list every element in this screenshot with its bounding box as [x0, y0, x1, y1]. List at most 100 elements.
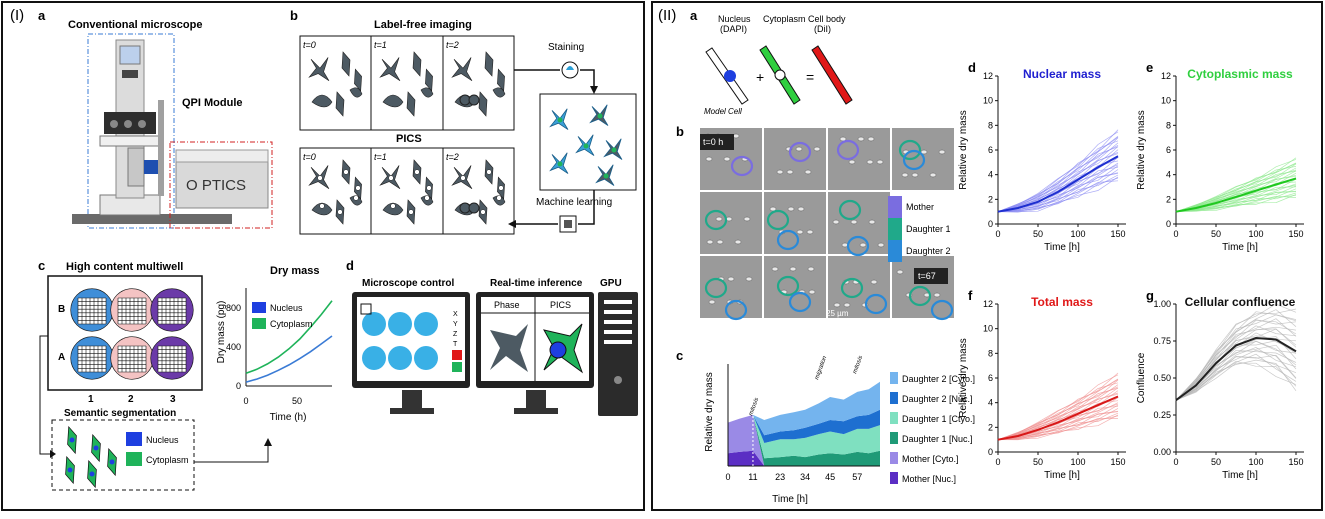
mean-line: [1175, 177, 1297, 213]
ytick-label: 2: [988, 194, 993, 204]
time-label: t=1: [374, 40, 387, 50]
cell-blob: [796, 229, 804, 235]
cell-blob: [807, 266, 815, 272]
area-band: [728, 414, 880, 466]
chart-xlabel: Time [h]: [1044, 470, 1080, 481]
area-xtick: 0: [725, 472, 730, 482]
pics-strip: [299, 147, 515, 235]
row-label: A: [58, 352, 65, 363]
cell-blob: [857, 136, 865, 142]
dividing-cell: [468, 202, 480, 214]
ytick-label: 8: [1166, 120, 1171, 130]
well-grid-bg: [78, 346, 106, 372]
track-ring: [898, 139, 922, 161]
well: [110, 288, 154, 332]
area-xtick: 11: [748, 472, 757, 482]
cell-blob: [843, 302, 851, 308]
cell-blob: [786, 169, 794, 175]
axis-control-label: X: [453, 311, 458, 318]
track-ring: [724, 299, 748, 321]
track-ring: [776, 275, 800, 297]
xtick-label: 150: [1288, 457, 1303, 467]
ytick-label: 12: [1161, 71, 1171, 81]
cell-blob: [808, 289, 816, 295]
track-ring: [838, 199, 862, 221]
stained-cells: [549, 104, 623, 186]
ytick-label: 4: [988, 398, 993, 408]
drymass-legend-label: Cytoplasm: [270, 319, 313, 329]
track-swatch-mother: [888, 196, 902, 218]
model-cell-label: Model Cell: [704, 107, 742, 116]
multiwell-title: High content multiwell: [66, 261, 183, 273]
trajectory-line: [997, 372, 1119, 441]
cell-blob: [859, 242, 867, 248]
nucleus-mark: [390, 203, 396, 209]
cell-blob: [938, 149, 946, 155]
cell-blob: [771, 266, 779, 272]
col-label: 3: [170, 394, 176, 405]
qpi-module-illustration: [169, 141, 273, 229]
chart-ylabel: Confluence: [1136, 352, 1147, 403]
trajectory-line: [997, 177, 1119, 213]
nucleus-mark: [319, 203, 325, 209]
chart-letter: f: [968, 288, 973, 303]
cell-blob: [929, 172, 937, 178]
cell-blob: [877, 242, 885, 248]
track-ring: [840, 277, 864, 299]
track-ring: [930, 299, 954, 321]
drymass-ytick: 800: [226, 303, 241, 313]
track-ring: [836, 139, 860, 161]
xtick-label: 50: [1033, 457, 1043, 467]
cell-blob: [727, 276, 735, 282]
scale-label: 25 µm: [826, 309, 849, 318]
cell-blob: [813, 146, 821, 152]
trajectory-line: [1175, 308, 1297, 401]
time-label: t=2: [446, 40, 459, 50]
panel-II-label: (II): [658, 7, 676, 24]
chart-xlabel: Time [h]: [1222, 242, 1258, 253]
area-xlabel: Time [h]: [772, 494, 808, 505]
equals-sign: =: [806, 69, 814, 85]
connector-line: [39, 335, 54, 455]
area-band: [728, 450, 880, 466]
area-legend-label: Mother [Nuc.]: [902, 474, 956, 484]
well: [70, 336, 114, 380]
cell-blob: [850, 219, 858, 225]
trajectory-line: [997, 374, 1119, 441]
cell-blob: [804, 169, 812, 175]
ytick-label: 0.00: [1153, 447, 1171, 457]
ytick-label: 10: [983, 324, 993, 334]
timelapse-frame: [828, 256, 890, 318]
ytick-label: 8: [988, 348, 993, 358]
ytick-label: 10: [983, 96, 993, 106]
timelapse-frame: [764, 256, 826, 318]
cell-blob: [920, 149, 928, 155]
xtick-label: 0: [995, 229, 1000, 239]
trajectory-line: [1175, 328, 1297, 401]
panel-I-border: [1, 1, 645, 511]
cell-shape: [478, 91, 488, 117]
trajectory-line: [997, 165, 1119, 213]
drymass-xtick: 50: [292, 396, 302, 406]
chart-ylabel: Relative dry mass: [958, 110, 969, 189]
seg-legend-label: Cytoplasm: [146, 455, 189, 465]
xtick-label: 0: [1173, 457, 1178, 467]
nucleus-mark: [414, 169, 420, 175]
chip-icon: [559, 215, 577, 233]
left-b-letter: b: [290, 8, 298, 23]
ytick-label: 0: [988, 447, 993, 457]
microscope-control-title: Microscope control: [362, 278, 454, 289]
trajectory-line: [997, 404, 1119, 441]
cell-blob: [743, 216, 751, 222]
legend-swatch-cytoplasm: [126, 452, 142, 466]
area-ylabel: Relative dry mass: [704, 372, 715, 451]
well-grid-bg: [158, 346, 186, 372]
model-cell-nucleus: [705, 47, 749, 105]
seg-nucleus: [89, 471, 95, 477]
cell-blob: [723, 156, 731, 162]
timestamp-end: t=67: [918, 271, 936, 281]
